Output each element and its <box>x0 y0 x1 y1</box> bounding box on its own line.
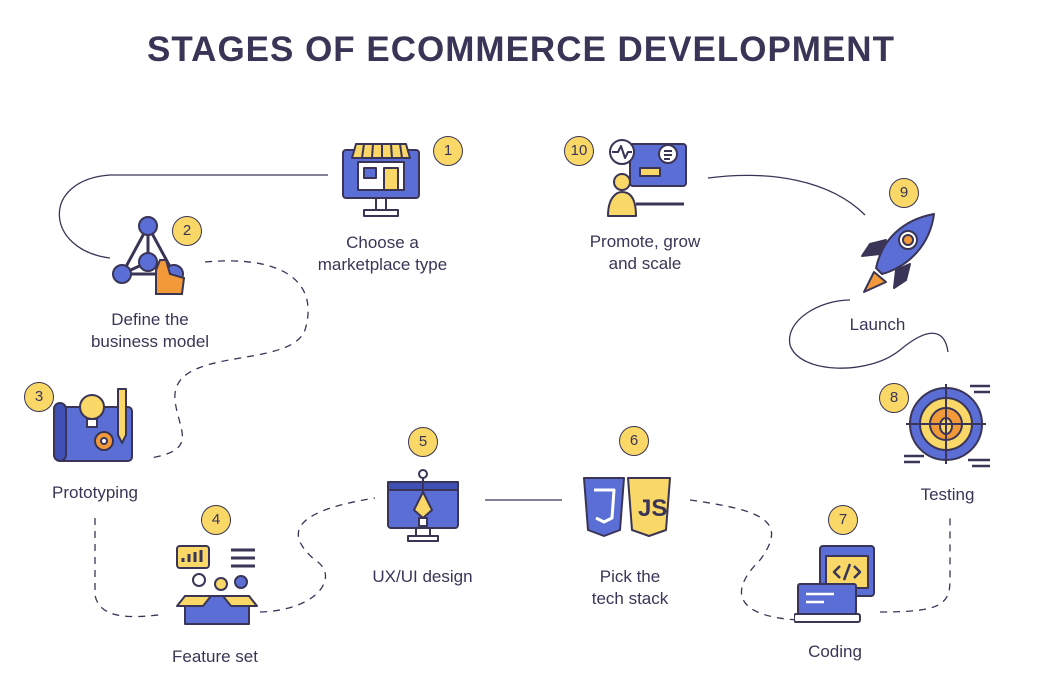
stage-badge-4: 4 <box>201 505 231 535</box>
stage-label-9: Launch <box>849 315 906 334</box>
stage-badge-3: 3 <box>24 382 54 412</box>
page-title: STAGES OF ECOMMERCE DEVELOPMENT <box>147 30 895 69</box>
bug-target-icon <box>904 384 990 468</box>
svg-text:JS: JS <box>638 495 667 522</box>
stage-label-8: Testing <box>920 485 975 504</box>
stage-badge-2: 2 <box>172 216 202 246</box>
stage-badge-6: 6 <box>619 426 649 456</box>
path-6-7 <box>689 499 801 621</box>
stage-label-4: Feature set <box>172 647 258 666</box>
path-1-2 <box>58 174 328 259</box>
path-4-5 <box>259 497 376 613</box>
stage-badge-10: 10 <box>564 136 594 166</box>
feature-box-icon <box>176 545 258 625</box>
stage-label-6: Pick the tech stack <box>591 567 669 608</box>
stage-label-3: Prototyping <box>52 483 138 502</box>
pen-tool-monitor-icon <box>387 469 459 542</box>
stage-badge-7: 7 <box>828 505 858 535</box>
stage-label-1: Choose a marketplace type <box>317 233 448 274</box>
stage-label-10: Promote, grow and scale <box>589 232 701 273</box>
stage-badge-8: 8 <box>879 383 909 413</box>
stage-badge-9: 9 <box>889 178 919 208</box>
network-nodes-icon <box>112 216 186 295</box>
storefront-monitor-icon <box>342 143 420 217</box>
path-9-10 <box>707 174 866 216</box>
code-laptop-icon <box>794 545 875 623</box>
path-7-8 <box>879 515 951 613</box>
rocket-icon <box>861 213 935 293</box>
blueprint-lightbulb-icon <box>53 388 133 462</box>
path-2-3 <box>149 260 309 459</box>
stage-label-2: Define the business model <box>90 310 210 351</box>
stage-label-7: Coding <box>808 642 862 661</box>
stage-label-5: UX/UI design <box>372 567 473 586</box>
stage-badge-5: 5 <box>408 427 438 457</box>
path-3-4 <box>94 518 161 618</box>
css-js-icon: JS <box>583 477 671 537</box>
path-8-9 <box>789 299 949 369</box>
stage-badge-1: 1 <box>433 136 463 166</box>
analytics-person-icon <box>607 139 687 217</box>
